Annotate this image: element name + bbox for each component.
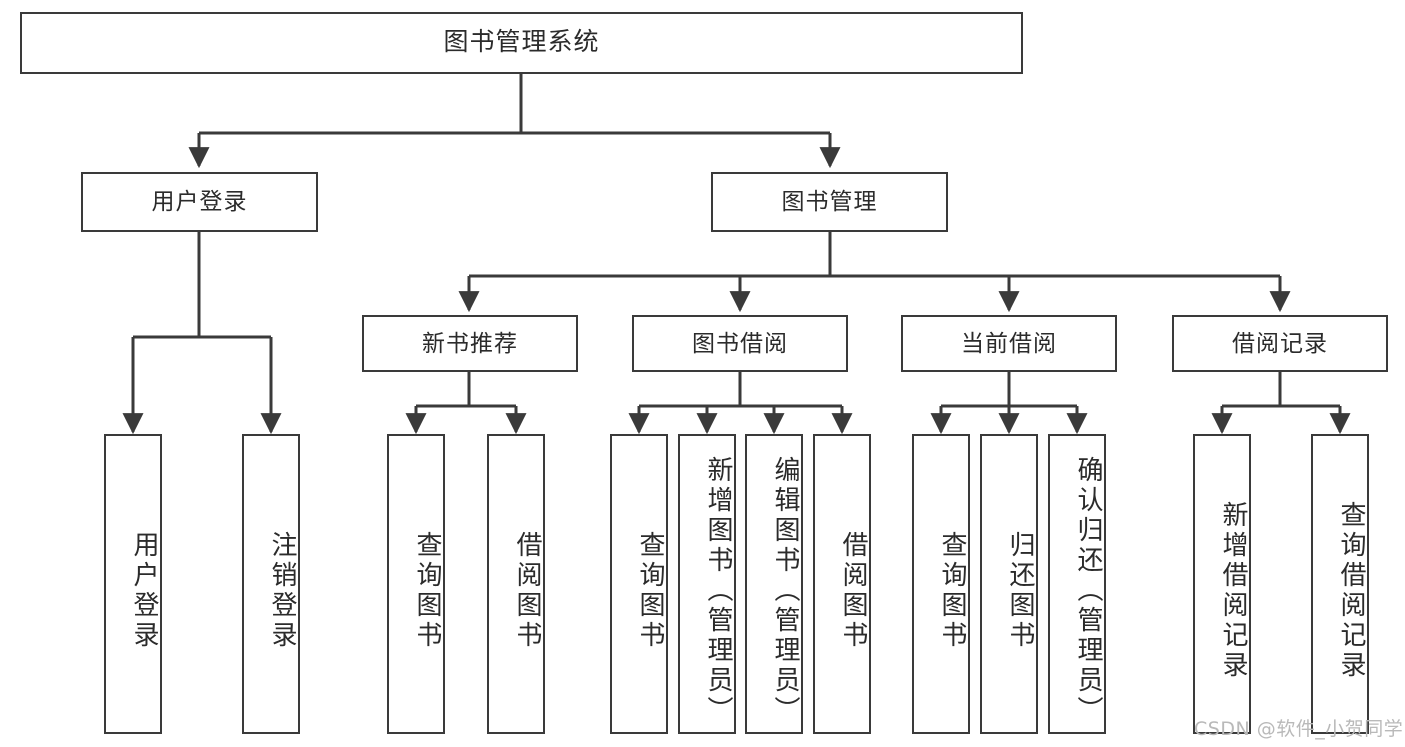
node-leaf-query-book-2[interactable]: 查询图书 <box>610 434 668 734</box>
node-label: 借阅记录 <box>1232 329 1328 356</box>
node-label: 查询图书 <box>636 531 666 651</box>
node-label: 借阅图书 <box>513 531 543 651</box>
node-label: 当前借阅 <box>961 329 1057 356</box>
node-label: 编辑图书（管理员） <box>771 456 801 726</box>
node-label: 图书管理系统 <box>443 28 600 57</box>
node-leaf-user-logout[interactable]: 注销登录 <box>242 434 300 734</box>
node-label: 新书推荐 <box>422 329 518 356</box>
node-borrow-record[interactable]: 借阅记录 <box>1172 315 1388 372</box>
node-new-book-rec[interactable]: 新书推荐 <box>362 315 578 372</box>
node-leaf-borrow-book-2[interactable]: 借阅图书 <box>813 434 871 734</box>
node-leaf-add-book[interactable]: 新增图书（管理员） <box>678 434 736 734</box>
node-leaf-return-book[interactable]: 归还图书 <box>980 434 1038 734</box>
node-leaf-borrow-book-1[interactable]: 借阅图书 <box>487 434 545 734</box>
node-label: 新增图书（管理员） <box>704 456 734 726</box>
node-label: 新增借阅记录 <box>1219 501 1249 681</box>
csdn-watermark: CSDN @软件_小贺同学 <box>1194 718 1404 740</box>
node-user-login[interactable]: 用户登录 <box>81 172 318 232</box>
node-book-manage[interactable]: 图书管理 <box>711 172 948 232</box>
node-label: 图书借阅 <box>692 329 788 356</box>
node-leaf-add-record[interactable]: 新增借阅记录 <box>1193 434 1251 734</box>
node-label: 借阅图书 <box>839 531 869 651</box>
node-current-borrow[interactable]: 当前借阅 <box>901 315 1117 372</box>
node-label: 归还图书 <box>1006 531 1036 651</box>
node-leaf-confirm-return[interactable]: 确认归还（管理员） <box>1048 434 1106 734</box>
node-label: 用户登录 <box>151 188 248 215</box>
node-label: 用户登录 <box>130 531 160 651</box>
node-label: 查询图书 <box>938 531 968 651</box>
node-book-borrow[interactable]: 图书借阅 <box>632 315 848 372</box>
node-leaf-query-book-3[interactable]: 查询图书 <box>912 434 970 734</box>
node-root-图书管理系统[interactable]: 图书管理系统 <box>20 12 1023 74</box>
node-label: 注销登录 <box>268 531 298 651</box>
node-label: 查询借阅记录 <box>1337 501 1367 681</box>
node-leaf-user-login[interactable]: 用户登录 <box>104 434 162 734</box>
node-label: 查询图书 <box>413 531 443 651</box>
node-label: 图书管理 <box>781 188 878 215</box>
node-label: 确认归还（管理员） <box>1074 456 1104 726</box>
node-leaf-edit-book[interactable]: 编辑图书（管理员） <box>745 434 803 734</box>
node-leaf-query-record[interactable]: 查询借阅记录 <box>1311 434 1369 734</box>
node-leaf-query-book-1[interactable]: 查询图书 <box>387 434 445 734</box>
